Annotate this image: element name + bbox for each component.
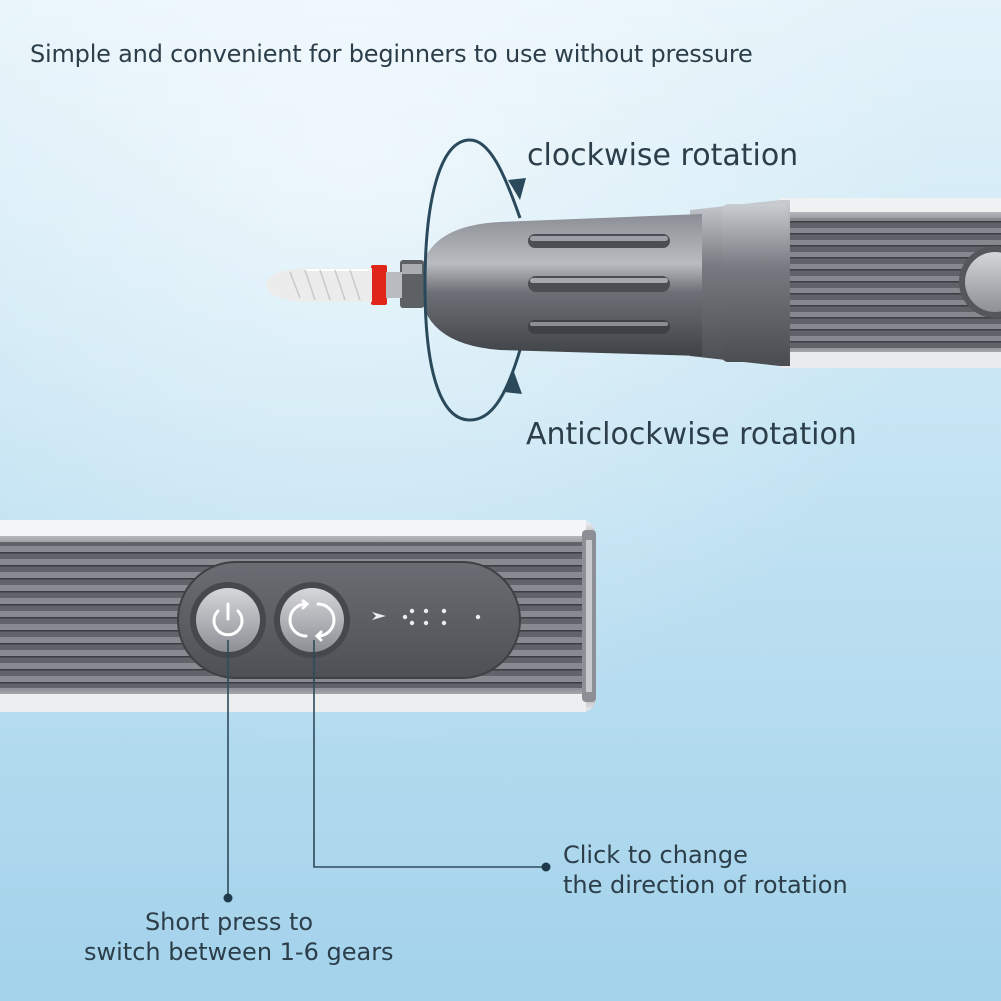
rotate-arrows-icon <box>288 599 336 642</box>
headline: Simple and convenient for beginners to u… <box>30 40 753 68</box>
direction-callout-line <box>313 640 551 872</box>
clockwise-rotation-label: clockwise rotation <box>527 138 799 173</box>
power-button[interactable] <box>190 582 266 658</box>
direction-callout-line1: Click to change <box>563 841 748 869</box>
anticlockwise-rotation-label: Anticlockwise rotation <box>526 417 857 452</box>
power-icon <box>212 602 244 637</box>
direction-callout: Click to change the direction of rotatio… <box>563 840 848 900</box>
direction-button[interactable] <box>274 582 350 658</box>
clockwise-rotation-arrow-icon <box>423 138 526 286</box>
gear-callout-line2: switch between 1-6 gears <box>84 938 394 966</box>
anticlockwise-rotation-arrow-icon <box>423 284 522 422</box>
gear-callout: Short press to switch between 1-6 gears <box>84 907 394 967</box>
gear-callout-line <box>223 640 233 903</box>
gear-dots-icon <box>372 608 481 626</box>
gear-callout-line1: Short press to <box>144 908 314 936</box>
direction-callout-line2: the direction of rotation <box>563 871 848 899</box>
drill-head-device <box>266 198 1001 368</box>
